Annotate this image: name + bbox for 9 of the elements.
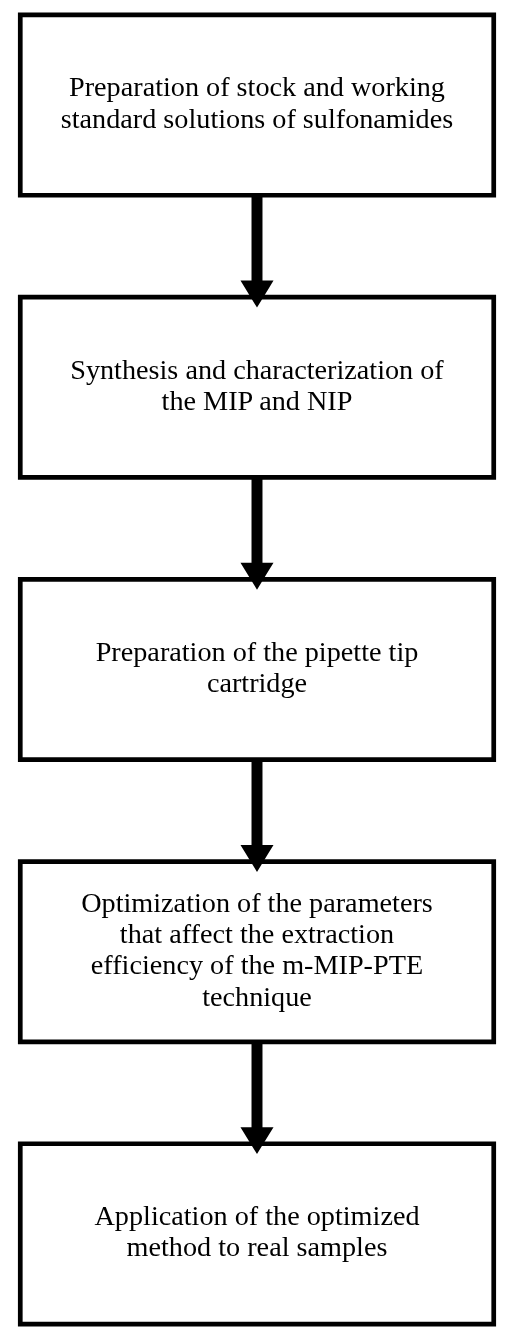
arrow [240,760,274,872]
node-box: Optimization of the parameters that affect the extraction efficiency of the m-MIP-PTE technique [17,859,497,1045]
node-box: Preparation of stock and working standard solutions of sulfonamides [17,12,497,198]
node-box: Application of the optimized method to real samples [17,1141,497,1327]
arrow [240,1042,274,1155]
node-box: Synthesis and characterization of the MIP and NIP [17,294,497,480]
node-box: Preparation of the pipette tip cartridge [17,577,497,762]
arrow [240,477,274,590]
arrow [240,195,274,308]
